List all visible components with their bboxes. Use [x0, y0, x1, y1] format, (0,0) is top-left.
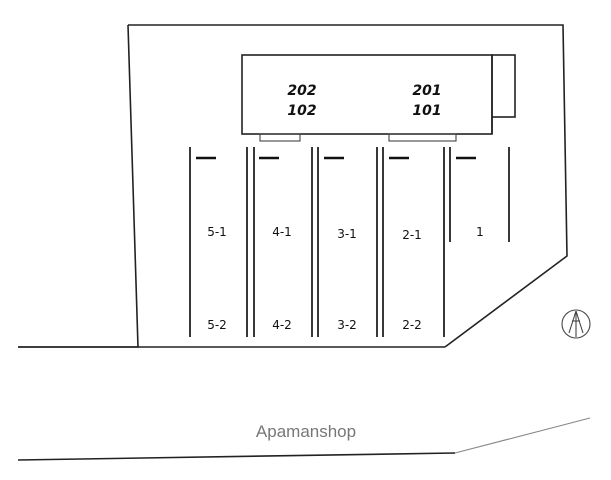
stall-label: 3-1 — [337, 227, 357, 241]
watermark-text: Apamanshop — [256, 422, 356, 441]
unit-label-201: 201 — [412, 83, 441, 99]
road-edge-bottom-angled — [454, 417, 591, 454]
lot-boundary — [128, 24, 568, 348]
stall-label: 2-1 — [402, 228, 422, 242]
stall-label: 2-2 — [402, 318, 422, 332]
stall-label: 4-1 — [272, 225, 292, 239]
stall-label: 5-1 — [207, 225, 227, 239]
stall-label: 1 — [476, 225, 484, 239]
unit-label-102: 102 — [287, 103, 316, 119]
north-arrow-icon — [561, 309, 591, 339]
road-edge-bottom — [17, 452, 456, 461]
unit-label-101: 101 — [412, 103, 441, 119]
entrance-step-right — [388, 133, 457, 142]
building-annex — [491, 54, 516, 118]
stall-label: 3-2 — [337, 318, 357, 332]
stall-label: 5-2 — [207, 318, 227, 332]
building-outline — [241, 54, 493, 135]
unit-label-202: 202 — [287, 83, 316, 99]
parking-area: 5-1 4-1 3-1 2-1 1 5-2 4-2 3-2 2-2 — [189, 147, 510, 337]
building: 202 102 201 101 — [241, 54, 516, 142]
lot-boundary-left — [18, 24, 139, 348]
entrance-step-left — [259, 133, 301, 142]
stall-label: 4-2 — [272, 318, 292, 332]
